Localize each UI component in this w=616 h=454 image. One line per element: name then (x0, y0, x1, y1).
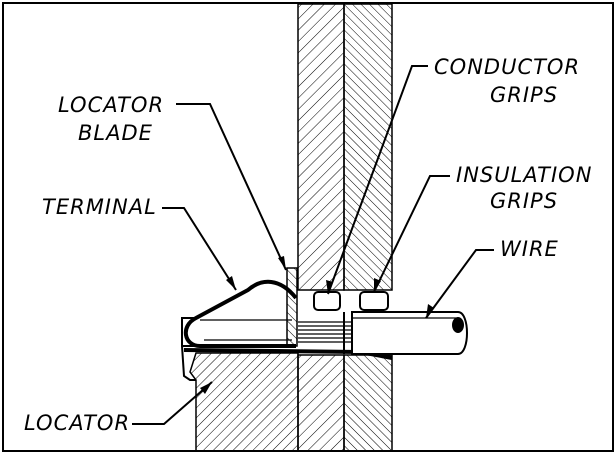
label-wire: WIRE (500, 237, 559, 261)
leader-wire (425, 249, 494, 319)
label-terminal: TERMINAL (42, 195, 157, 219)
label-conductor-grips-line1: CONDUCTOR (434, 55, 580, 79)
terminal-front (181, 317, 200, 347)
leader-locator (132, 381, 213, 425)
conductor-grip-boss (313, 291, 341, 311)
label-locator-blade-line2: BLADE (78, 121, 153, 145)
label-locator: LOCATOR (24, 411, 130, 435)
leader-insulation-grips (373, 175, 450, 293)
insulation-crimper-upper (343, 3, 393, 291)
leader-terminal (162, 207, 237, 291)
label-insulation-grips-line1: INSULATION (456, 163, 592, 187)
conductor-anvil-lower (297, 354, 345, 452)
terminal-inner-lines (200, 319, 292, 341)
wire-end (452, 317, 464, 333)
insulation-anvil-lower (343, 354, 393, 452)
conductor-crimper-upper (297, 3, 345, 291)
label-locator-blade-line1: LOCATOR (58, 93, 164, 117)
insulation-grip-boss (359, 291, 389, 311)
label-conductor-grips-line2: GRIPS (490, 83, 558, 107)
locator-blade (286, 267, 298, 347)
terminal-body (184, 279, 298, 348)
label-insulation-grips-line2: GRIPS (490, 189, 558, 213)
wire-insulation (351, 311, 468, 355)
leader-locator-blade (176, 103, 287, 271)
leader-conductor-grips (326, 65, 428, 295)
locator-block (189, 352, 299, 452)
